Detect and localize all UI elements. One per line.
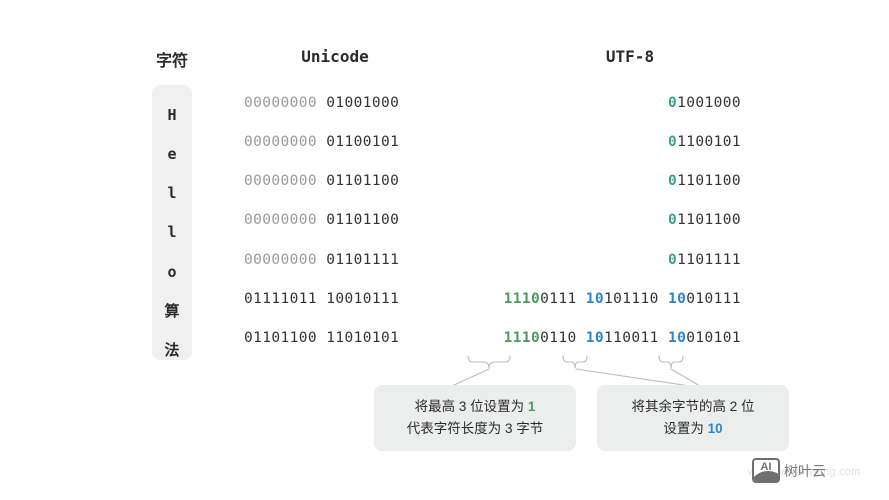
character-cell: 法 [164, 341, 180, 359]
unicode-bits: 00000000 01001000 [244, 95, 444, 111]
unicode-bits: 01111011 10010111 [244, 291, 444, 307]
bit-segment: 10 [667, 291, 687, 307]
watermark: AI 树叶云 [752, 458, 826, 483]
utf8-bits: 01101100 [668, 173, 741, 189]
callout-text: 代表字符长度为 3 字节 [406, 421, 544, 436]
callout-text: 10 [707, 421, 723, 436]
utf8-bits: 11100110 10110011 10010101 [504, 330, 741, 346]
bit-segment: 01001000 [326, 95, 400, 111]
bit-segment: 1101100 [677, 212, 741, 228]
watermark-brand: 树叶云 [784, 462, 826, 479]
bit-segment: 0111 [540, 291, 577, 307]
bit-segment: 00000000 [244, 252, 318, 268]
bit-segment: 00000000 [244, 134, 318, 150]
bit-segment: 1110 [503, 330, 541, 346]
column-header-utf8: UTF-8 [605, 47, 655, 66]
bit-segment: 0 [667, 212, 678, 228]
callout-text: 设置为 [663, 421, 708, 436]
bit-segment: 01101111 [326, 252, 400, 268]
bit-segment: 1110 [503, 291, 541, 307]
bit-segment: 010111 [686, 291, 741, 307]
character-cell: l [167, 223, 177, 241]
bit-segment: 1001000 [677, 95, 741, 111]
unicode-bits: 01101100 11010101 [244, 330, 444, 346]
bit-segment: 11010101 [326, 330, 400, 346]
bit-segment: 01101100 [326, 212, 400, 228]
utf8-bits: 01101100 [668, 212, 741, 228]
bit-segment: 00000000 [244, 95, 318, 111]
character-cell: H [167, 106, 177, 124]
character-cell: 算 [164, 302, 180, 320]
bit-segment: 1101111 [677, 252, 741, 268]
utf8-bits: 11100111 10101110 10010111 [504, 291, 741, 307]
bit-segment: 01101100 [326, 173, 400, 189]
bit-segment: 0 [667, 134, 678, 150]
callout-line: 代表字符长度为 3 字节 [388, 418, 562, 440]
column-header-unicode: Unicode [301, 47, 369, 66]
bit-segment: 10010111 [326, 291, 400, 307]
callout-text: 将最高 3 位设置为 [414, 399, 528, 414]
bit-segment: 1100101 [677, 134, 741, 150]
callout-line: 设置为 10 [611, 418, 775, 440]
bit-segment: 00000000 [244, 212, 318, 228]
character-cell: l [167, 184, 177, 202]
character-cell: o [167, 263, 177, 281]
bit-segment: 10 [585, 330, 605, 346]
unicode-bits: 00000000 01101100 [244, 173, 444, 189]
unicode-bits: 00000000 01100101 [244, 134, 444, 150]
callout-high-bits: 将最高 3 位设置为 1 代表字符长度为 3 字节 [374, 385, 576, 451]
unicode-bits: 00000000 01101100 [244, 212, 444, 228]
bit-segment: 010101 [686, 330, 741, 346]
bit-segment: 0 [667, 95, 678, 111]
utf8-bits: 01100101 [668, 134, 741, 150]
column-header-character: 字符 [155, 53, 188, 70]
bit-segment: 0 [667, 252, 678, 268]
callout-line: 将最高 3 位设置为 1 [388, 396, 562, 418]
bit-segment: 01111011 [244, 291, 318, 307]
callout-continuation-bits: 将其余字节的高 2 位设置为 10 [597, 385, 789, 451]
bit-segment: 01100101 [326, 134, 400, 150]
ai-badge-label: AI [760, 461, 772, 473]
character-cell: e [167, 145, 177, 163]
bit-segment: 0110 [540, 330, 577, 346]
bit-segment: 110011 [604, 330, 659, 346]
bit-segment: 1101100 [677, 173, 741, 189]
bit-segment: 0 [667, 173, 678, 189]
bit-segment: 101110 [604, 291, 659, 307]
bit-segment: 00000000 [244, 173, 318, 189]
utf8-bits: 01001000 [668, 95, 741, 111]
mountain-shape-secondary [763, 474, 778, 481]
callout-text: 1 [527, 399, 536, 414]
callout-text: 将其余字节的高 2 位 [631, 399, 755, 414]
unicode-bits: 00000000 01101111 [244, 252, 444, 268]
bit-segment: 10 [667, 330, 687, 346]
bit-segment: 01101100 [244, 330, 318, 346]
image-ai-icon: AI [752, 458, 780, 483]
bit-segment: 10 [585, 291, 605, 307]
callout-line: 将其余字节的高 2 位 [611, 396, 775, 418]
utf8-bits: 01101111 [668, 252, 741, 268]
